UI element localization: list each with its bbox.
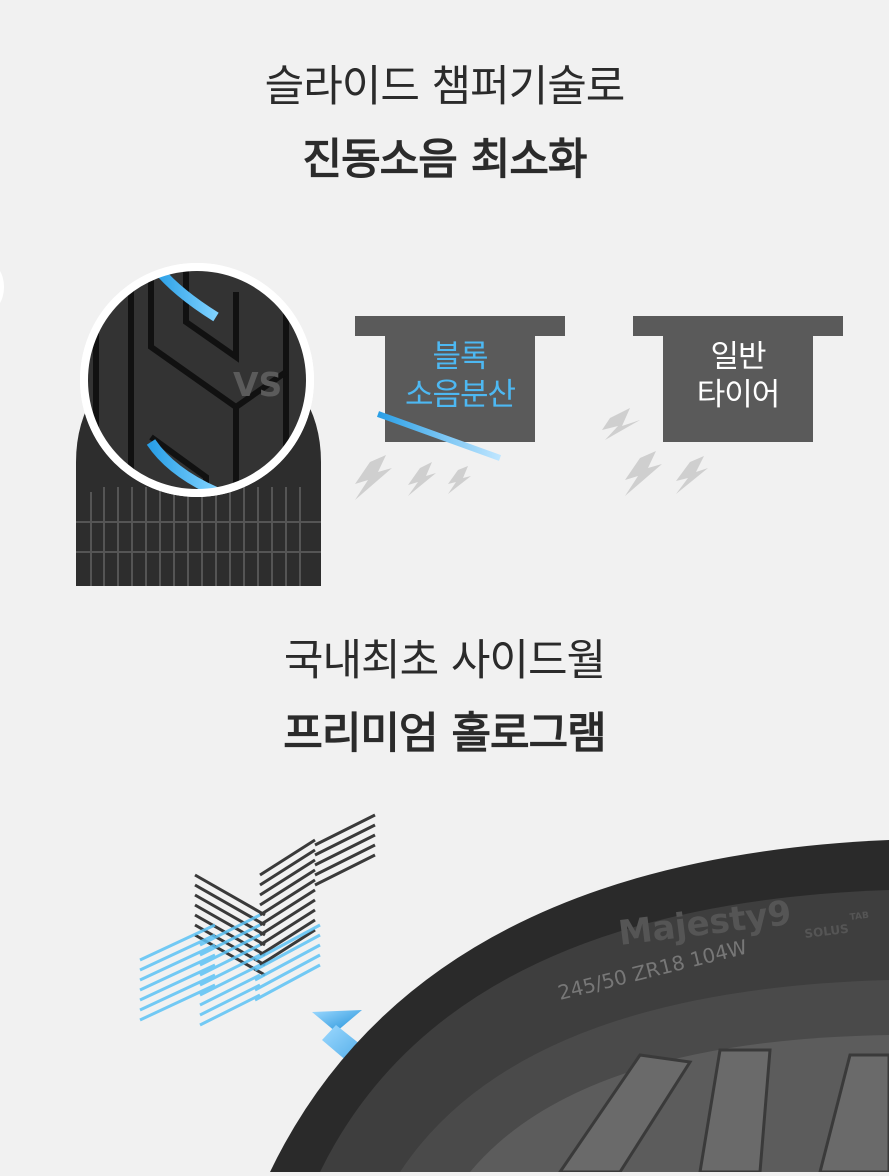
- section-1-title-line-2: 진동소음 최소화: [302, 135, 588, 185]
- tire-badge-text: TAB: [849, 911, 869, 923]
- normal-tire-label-line-1: 일반: [710, 339, 766, 375]
- hologram-blue-stripes: [139, 913, 321, 1027]
- normal-tire-box-body: [663, 336, 813, 442]
- hologram-svg: Majesty9 SOLUS TAB 245/50 ZR18 104W: [139, 813, 889, 1174]
- slide-chamfer-line: [376, 411, 502, 461]
- tire-tread-svg: [76, 263, 321, 586]
- section-1-title: 슬라이드 챔퍼기술로 진동소음 최소화: [0, 66, 889, 182]
- hologram-illustration: Majesty9 SOLUS TAB 245/50 ZR18 104W: [0, 800, 889, 1174]
- normal-tire-box: 일반 타이어: [633, 316, 843, 442]
- block-noise-label: 블록 소음분산: [355, 338, 565, 414]
- normal-tire-label-line-2: 타이어: [696, 377, 781, 413]
- tire-tread-illustration: [76, 262, 321, 586]
- edge-decoration: [0, 262, 4, 312]
- section-2-title-line-1: 국내최초 사이드월: [283, 636, 606, 686]
- section-2-title: 국내최초 사이드월 프리미엄 홀로그램: [0, 640, 889, 756]
- block-noise-label-line-1: 블록: [432, 339, 488, 375]
- hologram-dark-stripes: [194, 813, 376, 977]
- section-1-title-line-1: 슬라이드 챔퍼기술로: [264, 62, 626, 112]
- lightning-icon: [355, 408, 708, 500]
- normal-tire-box-bar: [633, 316, 843, 336]
- tire-sidewall: [270, 840, 889, 1174]
- block-noise-label-line-2: 소음분산: [404, 377, 516, 413]
- section-2-title-line-2: 프리미엄 홀로그램: [283, 709, 606, 759]
- tire-sub-text: SOLUS: [804, 922, 850, 941]
- block-noise-box-bar: [355, 316, 565, 336]
- vs-label: VS: [233, 365, 283, 404]
- vibration-graphics: [355, 408, 708, 500]
- normal-tire-label: 일반 타이어: [633, 338, 843, 414]
